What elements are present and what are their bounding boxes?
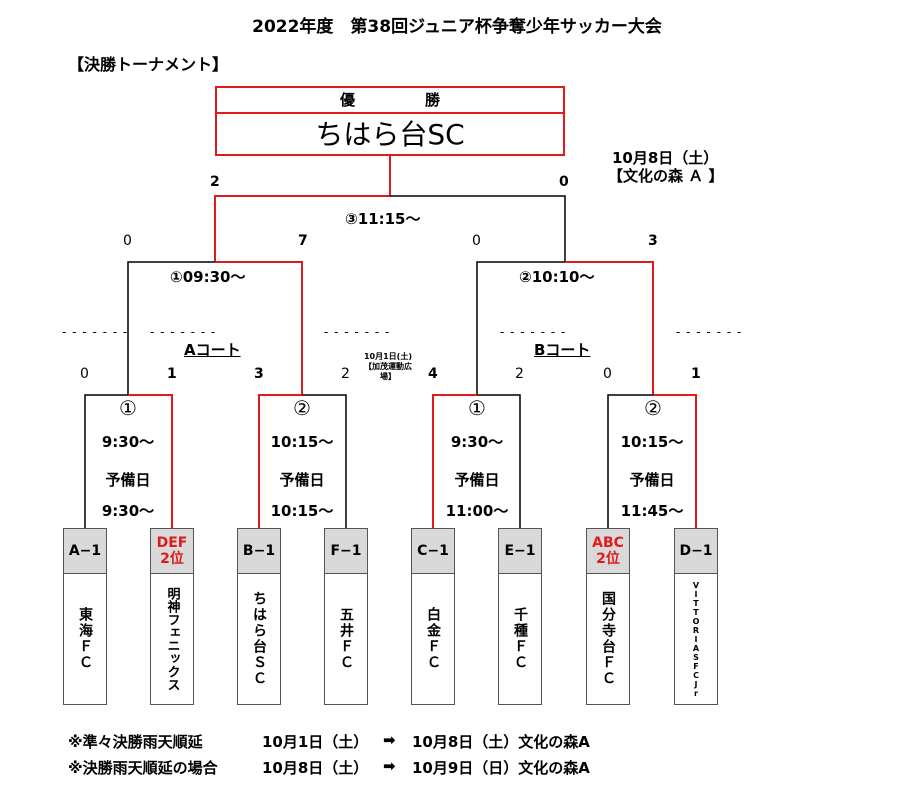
semi-right-line-b: [565, 261, 654, 395]
qf3-right: [477, 394, 521, 528]
note-1-label: ※準々決勝雨天順延: [68, 733, 203, 751]
qf4-time1: 10:15～: [620, 433, 684, 451]
court-divider-3: - - - - - - -: [324, 325, 391, 339]
semi-left-line-b: [215, 261, 303, 395]
note-1-to: 10月8日（土）文化の森A: [412, 733, 590, 751]
final-score-left: 2: [210, 174, 220, 190]
qf2-time2: 10:15～: [270, 502, 334, 520]
winner-header: 優 勝: [217, 88, 563, 114]
team-name-c1: 白金ＦＣ: [411, 573, 455, 705]
qf4-score-left: 0: [603, 366, 612, 382]
final-venue: 【文化の森 Ａ 】: [608, 167, 724, 185]
subtitle: 【決勝トーナメント】: [68, 55, 229, 74]
champion-name: ちはら台SC: [315, 118, 465, 151]
final-date: 10月8日（土）: [612, 149, 719, 167]
qf1-score-left: 0: [80, 366, 89, 382]
qf1-reserve: 予備日: [105, 471, 151, 489]
court-divider-2: - - - - - - -: [150, 325, 217, 339]
note-1-from: 10月1日（土）: [262, 733, 369, 751]
qf4-time2: 11:45～: [620, 502, 684, 520]
semi-left-line-a: [127, 261, 215, 395]
court-a-label: Aコート: [184, 341, 241, 359]
court-divider-5: - - - - - - -: [676, 325, 743, 339]
page-title: 2022年度 第38回ジュニア杯争奪少年サッカー大会: [252, 17, 662, 37]
qf1-score-right: 1: [167, 366, 177, 382]
team-name-def2: 明神フェニックス: [150, 573, 194, 705]
qf1-time2: 9:30～: [101, 502, 155, 520]
final-line-right: [390, 195, 566, 262]
qf3-reserve: 予備日: [454, 471, 500, 489]
qf4-number: ②: [644, 396, 662, 420]
qf2-score-right: 2: [341, 366, 350, 382]
qf2-left: [258, 394, 302, 528]
qf1-left: [84, 394, 128, 528]
team-name-b1: ちはら台ＳＣ: [237, 573, 281, 705]
team-name-a1: 東海ＦＣ: [63, 573, 107, 705]
winner-label-right: 勝: [425, 91, 441, 109]
final-round-label: ③11:15～: [345, 210, 421, 228]
qf1-time1: 9:30～: [101, 433, 155, 451]
team-label-e1: E−1: [498, 528, 542, 574]
note-2-label: ※決勝雨天順延の場合: [68, 759, 218, 777]
final-score-right: 0: [559, 174, 569, 190]
team-name-e1: 千種ＦＣ: [498, 573, 542, 705]
team-label-b1: B−1: [237, 528, 281, 574]
qf4-score-right: 1: [691, 366, 701, 382]
court-b-label: Bコート: [534, 341, 591, 359]
qf-venue-note: 10月1日(土)【加茂運動広場】: [363, 352, 412, 381]
qf2-reserve: 予備日: [279, 471, 325, 489]
court-divider-4: - - - - - - -: [500, 325, 567, 339]
court-divider-1: - - - - - - -: [62, 325, 129, 339]
qf2-number: ②: [293, 396, 311, 420]
team-label-c1: C−1: [411, 528, 455, 574]
final-line-left: [214, 156, 391, 262]
note-2-arrow: ➡: [383, 757, 396, 775]
qf2-right: [302, 394, 347, 528]
semi1-score-left: 0: [123, 233, 132, 249]
qf2-time1: 10:15～: [270, 433, 334, 451]
semi-right-line-a: [476, 261, 565, 395]
semi2-round-label: ②10:10～: [519, 268, 595, 286]
team-label-a1: A−1: [63, 528, 107, 574]
note-2-from: 10月8日（土）: [262, 759, 369, 777]
qf1-number: ①: [119, 396, 137, 420]
note-1-arrow: ➡: [383, 731, 396, 749]
team-label-f1: F−1: [324, 528, 368, 574]
qf3-time1: 9:30～: [450, 433, 504, 451]
qf4-reserve: 予備日: [629, 471, 675, 489]
qf3-number: ①: [468, 396, 486, 420]
qf1-right: [128, 394, 173, 528]
winner-label-left: 優: [339, 91, 355, 109]
team-label-d1: D−1: [674, 528, 718, 574]
qf4-right: [653, 394, 697, 528]
qf4-left: [607, 394, 653, 528]
note-2-to: 10月9日（日）文化の森A: [412, 759, 590, 777]
team-name-f1: 五井ＦＣ: [324, 573, 368, 705]
team-name-abc2: 国分寺台ＦＣ: [586, 573, 630, 705]
semi2-score-left: 0: [472, 233, 481, 249]
qf3-score-left: 4: [428, 366, 438, 382]
qf2-score-left: 3: [254, 366, 264, 382]
team-name-d1: VITTORIASFCJr: [674, 573, 718, 705]
semi1-round-label: ①09:30～: [170, 268, 246, 286]
semi1-score-right: 7: [298, 233, 308, 249]
semi2-score-right: 3: [648, 233, 658, 249]
qf3-time2: 11:00～: [445, 502, 509, 520]
qf3-score-right: 2: [515, 366, 524, 382]
winner-box: 優 勝 ちはら台SC: [215, 86, 565, 156]
qf3-left: [432, 394, 477, 528]
